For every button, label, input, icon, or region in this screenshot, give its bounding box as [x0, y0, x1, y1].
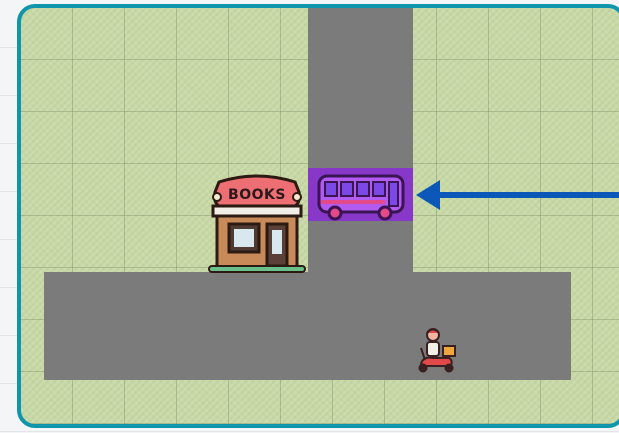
store-sign: BOOKS: [228, 187, 286, 203]
bookstore-icon: BOOKS: [207, 172, 307, 276]
delivery-scooter-icon[interactable]: [413, 326, 461, 376]
game-board: BOOKS: [17, 4, 619, 428]
arrow-left-icon: [416, 178, 619, 212]
bus-icon[interactable]: [315, 170, 407, 222]
road-horizontal: [44, 272, 571, 380]
road-vertical: [308, 8, 413, 276]
